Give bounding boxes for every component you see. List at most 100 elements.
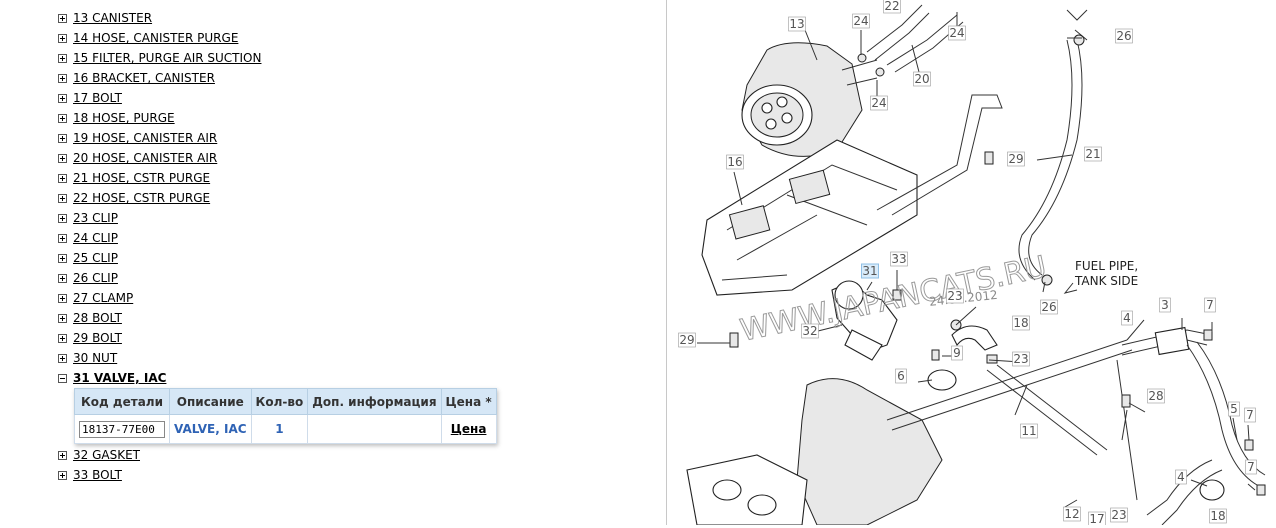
part-list-item[interactable]: 32 GASKET [58,445,140,465]
callout-number[interactable]: 7 [1245,459,1257,475]
part-list-item[interactable]: 17 BOLT [58,88,122,108]
callout-number[interactable]: 26 [1115,28,1133,44]
callout-number[interactable]: 31 [861,263,879,279]
callout-number[interactable]: 4 [1121,310,1133,326]
part-list-item[interactable]: 18 HOSE, PURGE [58,108,175,128]
callout-number[interactable]: 29 [678,332,696,348]
part-link[interactable]: 27 CLAMP [73,291,134,305]
callout-number[interactable]: 18 [1012,315,1030,331]
callout-number[interactable]: 33 [890,251,908,267]
part-link[interactable]: 16 BRACKET, CANISTER [73,71,215,85]
part-link[interactable]: 28 BOLT [73,311,122,325]
part-list-item[interactable]: 29 BOLT [58,328,122,348]
part-link[interactable]: 30 NUT [73,351,118,365]
part-list-item[interactable]: 21 HOSE, CSTR PURGE [58,168,210,188]
part-list-item[interactable]: 24 CLIP [58,228,118,248]
part-link[interactable]: 24 CLIP [73,231,118,245]
callout-number[interactable]: 29 [1007,151,1025,167]
callout-number[interactable]: 13 [788,16,806,32]
expand-icon[interactable] [58,93,67,103]
expand-icon[interactable] [58,273,67,283]
expand-icon[interactable] [58,13,67,23]
part-list-item[interactable]: 23 CLIP [58,208,118,228]
part-link[interactable]: 13 CANISTER [73,11,153,25]
callout-number[interactable]: 5 [1228,401,1240,417]
parts-list-panel: 13 CANISTER 14 HOSE, CANISTER PURGE 15 FIL… [58,8,497,485]
callout-number[interactable]: 7 [1244,407,1256,423]
expand-icon[interactable] [58,253,67,263]
collapse-icon[interactable] [58,373,67,383]
part-list-item[interactable]: 14 HOSE, CANISTER PURGE [58,28,238,48]
part-link[interactable]: 33 BOLT [73,468,122,482]
callout-number[interactable]: 17 [1088,511,1106,527]
part-list-item[interactable]: 28 BOLT [58,308,122,328]
callout-number[interactable]: 3 [1159,297,1171,313]
part-list-item[interactable]: 19 HOSE, CANISTER AIR [58,128,217,148]
callout-number[interactable]: 7 [1204,297,1216,313]
part-list-item[interactable]: 15 FILTER, PURGE AIR SUCTION [58,48,261,68]
expand-icon[interactable] [58,73,67,83]
callout-number[interactable]: 18 [1209,508,1227,524]
part-link[interactable]: 32 GASKET [73,448,140,462]
part-link[interactable]: 31 VALVE, IAC [73,371,167,385]
expand-icon[interactable] [58,113,67,123]
part-link[interactable]: 29 BOLT [73,331,122,345]
expand-icon[interactable] [58,153,67,163]
expand-icon[interactable] [58,53,67,63]
callout-number[interactable]: 12 [1063,506,1081,522]
expand-icon[interactable] [58,133,67,143]
part-list-item[interactable]: 26 CLIP [58,268,118,288]
part-code-field[interactable] [79,420,165,438]
callout-number[interactable]: 22 [883,0,901,14]
part-link[interactable]: 15 FILTER, PURGE AIR SUCTION [73,51,262,65]
callout-number[interactable]: 28 [1147,388,1165,404]
part-list-item[interactable]: 13 CANISTER [58,8,152,28]
part-link[interactable]: 25 CLIP [73,251,118,265]
part-list-item[interactable]: 27 CLAMP [58,288,133,308]
callout-number[interactable]: 24 [870,95,888,111]
callout-number[interactable]: 23 [1012,351,1030,367]
expand-icon[interactable] [58,450,67,460]
expand-icon[interactable] [58,233,67,243]
callout-number[interactable]: 20 [913,71,931,87]
callout-number[interactable]: 6 [895,368,907,384]
part-list-item[interactable]: 31 VALVE, IAC [58,368,166,388]
callout-number[interactable]: 9 [951,345,963,361]
part-link[interactable]: 19 HOSE, CANISTER AIR [73,131,218,145]
expand-icon[interactable] [58,173,67,183]
expand-icon[interactable] [58,333,67,343]
expand-icon[interactable] [58,313,67,323]
part-list-item[interactable]: 16 BRACKET, CANISTER [58,68,215,88]
expand-icon[interactable] [58,33,67,43]
callout-number[interactable]: 16 [726,154,744,170]
part-link[interactable]: 26 CLIP [73,271,118,285]
expand-icon[interactable] [58,353,67,363]
callout-number[interactable]: 24 [948,25,966,41]
callout-number[interactable]: 24 [852,13,870,29]
part-link[interactable]: 23 CLIP [73,211,118,225]
part-link[interactable]: 21 HOSE, CSTR PURGE [73,171,211,185]
callout-number[interactable]: 21 [1084,146,1102,162]
part-link[interactable]: 17 BOLT [73,91,122,105]
part-link[interactable]: 14 HOSE, CANISTER PURGE [73,31,239,45]
parts-diagram[interactable]: WWW.JAPANCATS.RU 24.04.2012 FUEL PIPE, T… [667,0,1276,527]
part-link[interactable]: 20 HOSE, CANISTER AIR [73,151,218,165]
callout-number[interactable]: 11 [1020,423,1038,439]
callout-number[interactable]: 26 [1040,299,1058,315]
part-list-item[interactable]: 22 HOSE, CSTR PURGE [58,188,210,208]
part-list-item[interactable]: 20 HOSE, CANISTER AIR [58,148,217,168]
callout-number[interactable]: 4 [1175,469,1187,485]
part-list-item[interactable]: 25 CLIP [58,248,118,268]
expand-icon[interactable] [58,470,67,480]
callout-number[interactable]: 32 [801,323,819,339]
expand-icon[interactable] [58,293,67,303]
callout-number[interactable]: 23 [1110,507,1128,523]
part-list-item[interactable]: 33 BOLT [58,465,122,485]
price-link[interactable]: Цена [450,422,487,436]
part-link[interactable]: 18 HOSE, PURGE [73,111,175,125]
expand-icon[interactable] [58,193,67,203]
part-link[interactable]: 22 HOSE, CSTR PURGE [73,191,211,205]
expand-icon[interactable] [58,213,67,223]
part-list-item[interactable]: 30 NUT [58,348,117,368]
callout-number[interactable]: 23 [946,288,964,304]
